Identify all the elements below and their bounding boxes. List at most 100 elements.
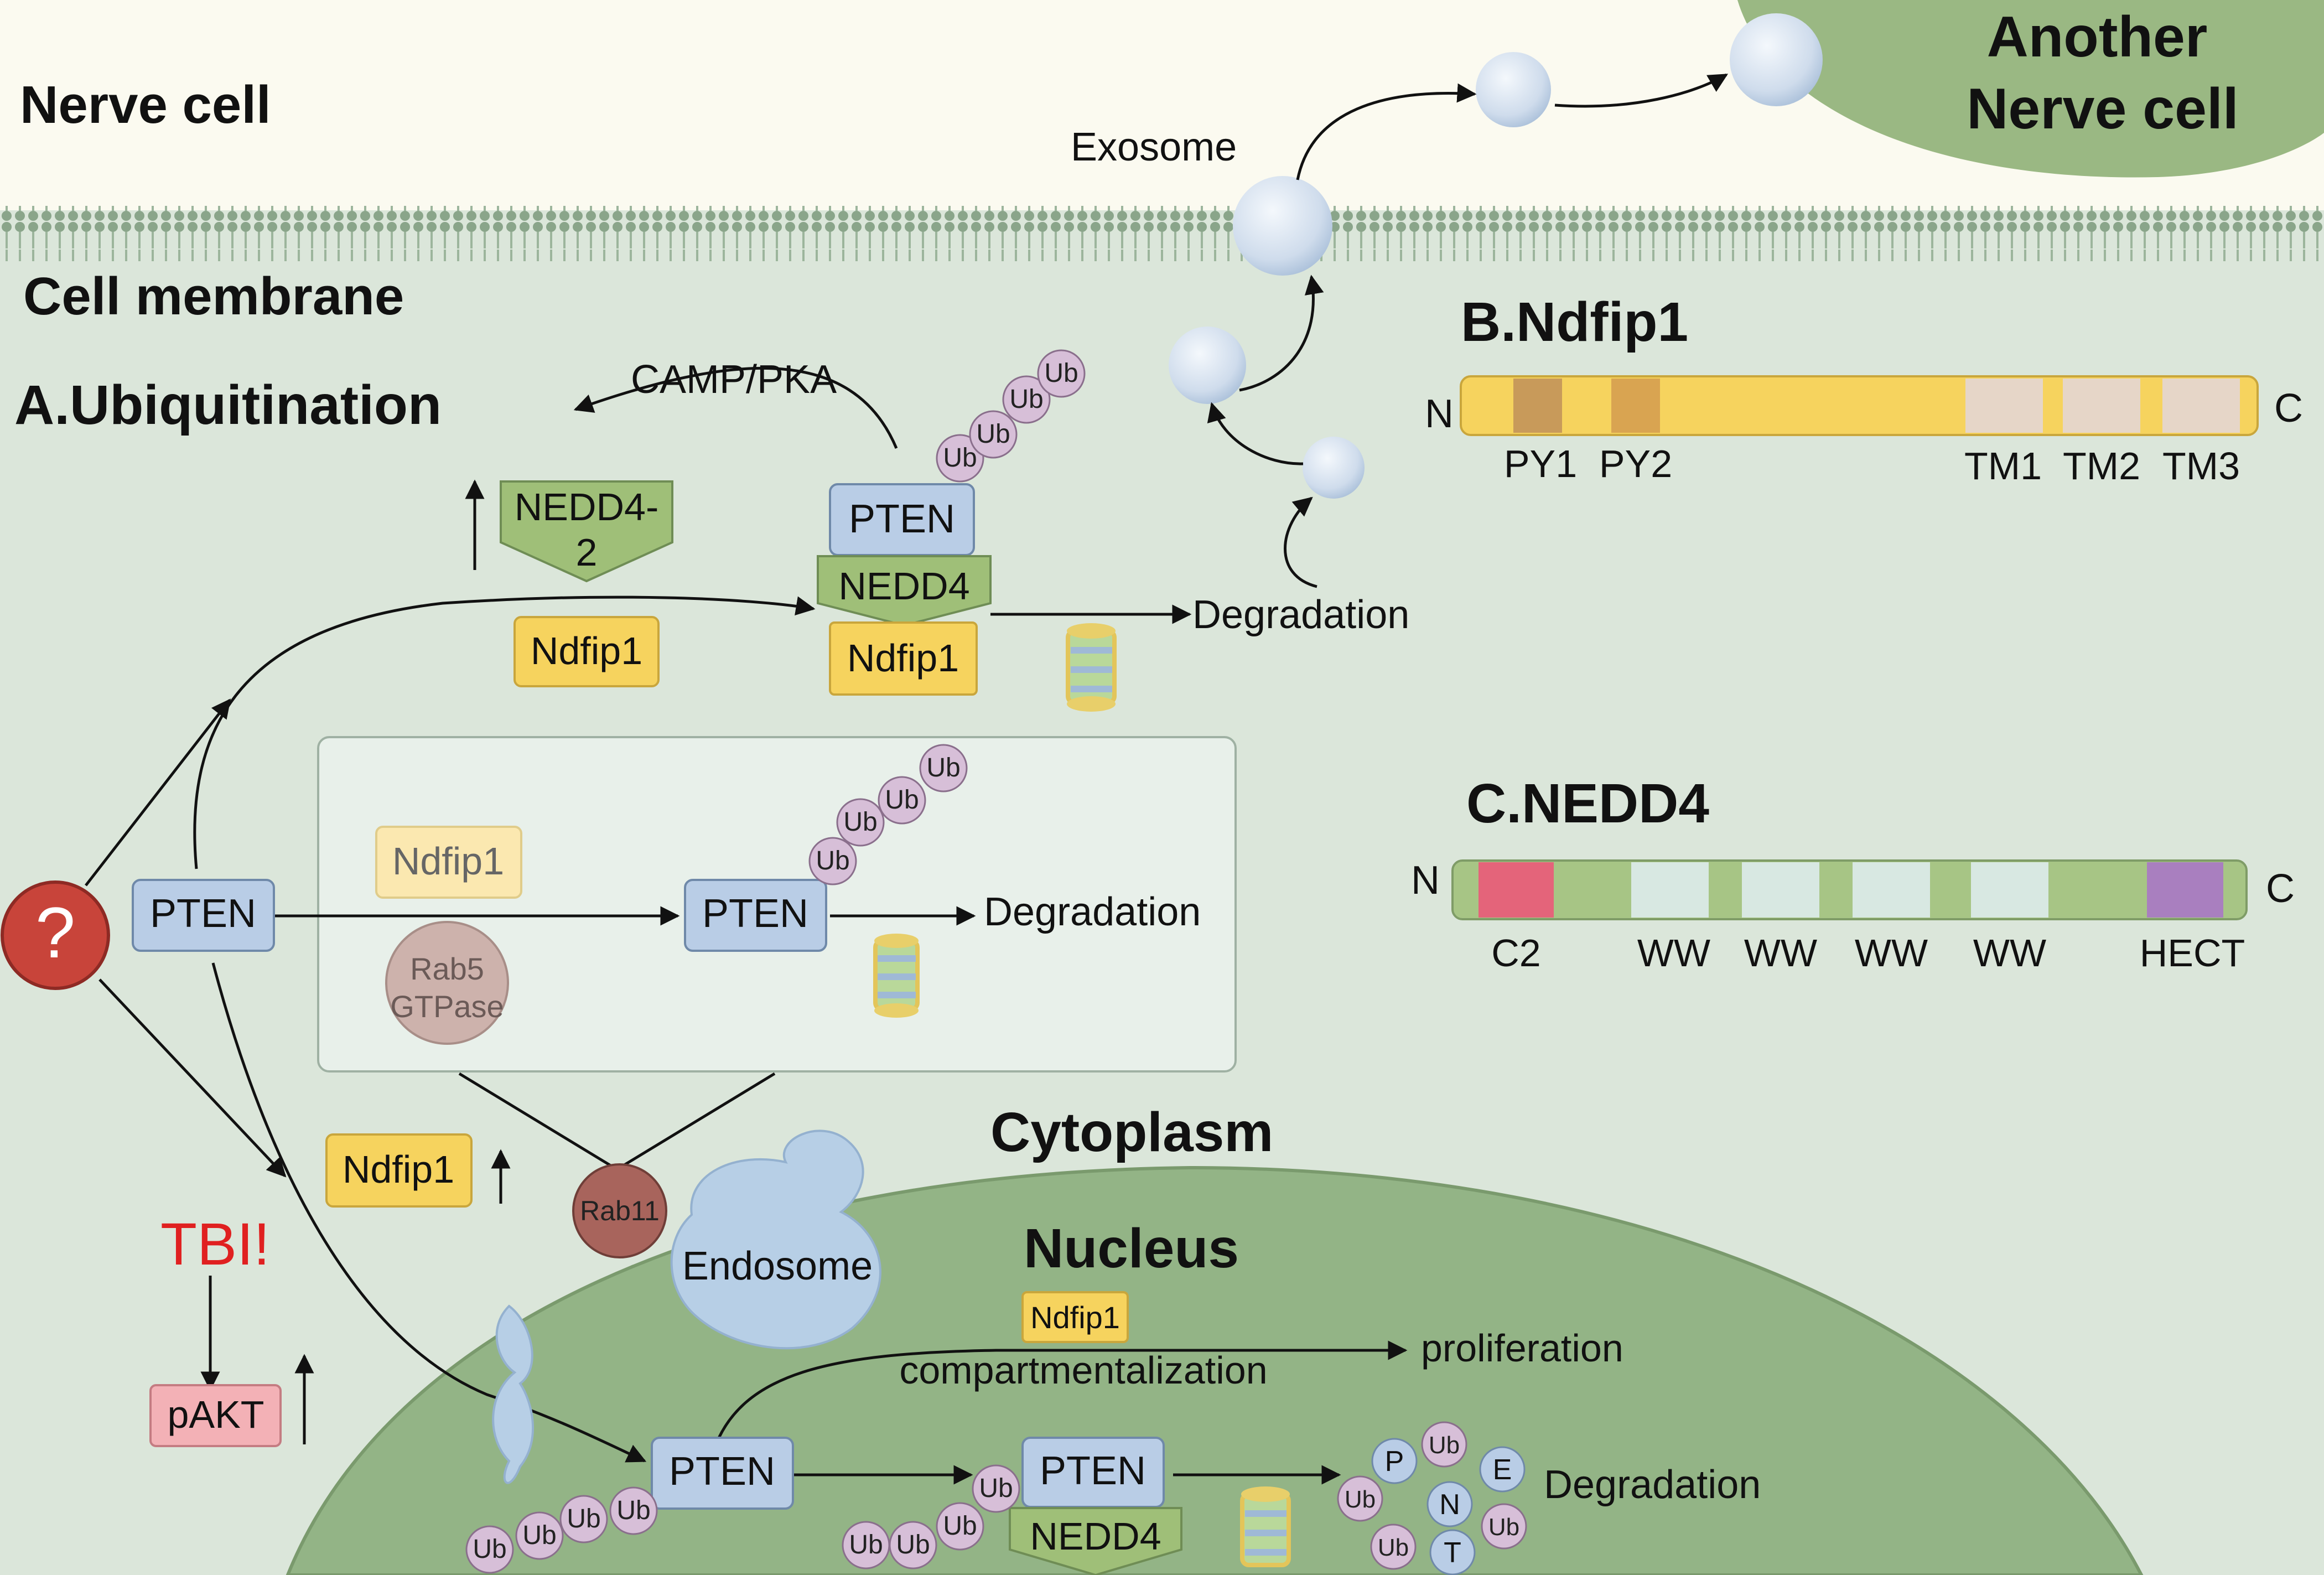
nedd4-domain-ww2: WW	[1744, 931, 1817, 975]
pten-box-left	[132, 879, 275, 952]
ndfip1-domain-py2: PY2	[1599, 442, 1672, 485]
ndfip1-box-top	[513, 616, 660, 687]
ub-chain-panel: Ub Ub Ub Ub	[808, 744, 968, 885]
svg-text:Ub: Ub	[976, 419, 1010, 449]
ndfip1-c-terminus: C	[2274, 386, 2303, 431]
ndfip1-domain-map: N C PY1 PY2 TM1 TM2 TM3	[1425, 375, 2303, 488]
svg-text:Ub: Ub	[522, 1521, 556, 1550]
svg-text:Ub: Ub	[849, 1530, 883, 1560]
ub-chain-nucleus-right: Ub Ub Ub Ub	[842, 1464, 1020, 1569]
pten-label-panel: PTEN	[702, 892, 808, 936]
rab11-label: Rab11	[580, 1195, 660, 1226]
nucleus-label: Nucleus	[1024, 1217, 1239, 1279]
nedd4-2-label-line2: 2	[576, 531, 598, 574]
pten-label-left: PTEN	[150, 892, 256, 936]
pten-label-top: PTEN	[849, 497, 955, 541]
svg-text:Ub: Ub	[979, 1474, 1013, 1503]
ub-chain-nucleus-left: Ub Ub Ub Ub	[465, 1486, 658, 1574]
svg-text:Ub: Ub	[1009, 385, 1043, 414]
svg-text:Ub: Ub	[1378, 1534, 1409, 1561]
proliferation-label: proliferation	[1421, 1327, 1623, 1370]
question-circle	[1, 880, 110, 990]
svg-text:Ub: Ub	[1044, 359, 1078, 388]
ndfip1-box-lower	[325, 1133, 473, 1208]
ndfip1-label-faded: Ndfip1	[392, 840, 504, 883]
cytoplasm-label: Cytoplasm	[990, 1101, 1273, 1163]
section-a-title: A.Ubiquitination	[14, 374, 442, 436]
ndfip1-domain-tm1: TM1	[1964, 444, 2042, 488]
nedd4-box-top	[817, 555, 992, 627]
ndfip1-box-faded	[375, 826, 522, 899]
nedd4-label-nucleus: NEDD4	[1030, 1515, 1161, 1558]
pten-letter-p: P	[1385, 1446, 1404, 1478]
pten-label-nucleus-right: PTEN	[1040, 1449, 1146, 1493]
exosome-vesicles	[1169, 13, 1823, 499]
nedd4-label-top: NEDD4	[838, 564, 969, 608]
nedd4-2-box	[500, 480, 673, 583]
cell-membrane-bilayer	[0, 206, 2324, 261]
svg-text:Ub: Ub	[1345, 1486, 1376, 1513]
pakt-label: pAKT	[167, 1393, 264, 1436]
pten-label-nucleus-left: PTEN	[669, 1449, 775, 1494]
nerve-cell-label: Nerve cell	[20, 75, 271, 134]
rab11-circle	[572, 1163, 667, 1258]
section-b-title: B.Ndfip1	[1461, 291, 1688, 353]
ndfip1-domain-py1: PY1	[1504, 442, 1577, 485]
svg-text:Ub: Ub	[473, 1535, 506, 1564]
ndfip1-label-nucleus: Ndfip1	[1030, 1300, 1120, 1335]
another-nerve-cell-label-line1: Another	[1987, 5, 2208, 69]
proteasome-icon-top	[1066, 623, 1117, 712]
ndfip1-domain-tm3: TM3	[2162, 444, 2240, 488]
another-nerve-cell-shape	[1737, 0, 2324, 178]
pten-letter-t: T	[1444, 1537, 1461, 1569]
svg-text:Ub: Ub	[926, 753, 960, 783]
rab5-gtpase-circle	[385, 921, 509, 1045]
endosome-label: Endosome	[682, 1244, 873, 1288]
tbi-label: TBI!	[160, 1210, 270, 1277]
section-c-title: C.NEDD4	[1466, 773, 1709, 835]
svg-text:Ub: Ub	[816, 846, 849, 875]
degradation-label-top: Degradation	[1192, 593, 1409, 637]
nedd4-domain-ww3: WW	[1855, 931, 1928, 975]
rab5-label-line2: GTPase	[390, 989, 504, 1024]
exosome-arrows	[1207, 73, 1729, 588]
svg-text:Ub: Ub	[616, 1496, 650, 1525]
svg-text:Ub: Ub	[1488, 1514, 1519, 1541]
svg-text:Ub: Ub	[1429, 1432, 1460, 1459]
nuclear-pore-icon	[492, 1304, 535, 1484]
pakt-box	[149, 1384, 282, 1447]
pten-box-nucleus-left	[651, 1437, 794, 1510]
camp-pka-label: CAMP/PKA	[631, 358, 837, 402]
ndfip1-box-complex	[829, 621, 978, 696]
ndfip1-domain-tm2: TM2	[2063, 444, 2140, 488]
cell-membrane-label: Cell membrane	[23, 267, 404, 326]
endosome-shape	[670, 1130, 881, 1350]
degradation-label-panel: Degradation	[984, 890, 1201, 934]
ndfip1-box-nucleus	[1021, 1291, 1129, 1343]
pathway-arrows	[85, 366, 1408, 1485]
ndfip1-label-complex: Ndfip1	[847, 636, 959, 680]
ndfip1-label-top: Ndfip1	[531, 629, 642, 672]
nedd4-c-terminus: C	[2266, 867, 2295, 911]
ub-chain-top: Ub Ub Ub Ub	[936, 349, 1086, 483]
nedd4-n-terminus: N	[1411, 858, 1440, 903]
degraded-fragments: P T E N Ub Ub Ub Ub	[1337, 1421, 1527, 1575]
svg-text:Ub: Ub	[843, 807, 877, 837]
rab5-label-line1: Rab5	[410, 951, 484, 986]
nedd4-domain-map: N C C2 WW WW WW WW HECT	[1411, 858, 2295, 975]
ndfip1-n-terminus: N	[1425, 392, 1454, 436]
nedd4-2-label-line1: NEDD4-	[515, 485, 659, 529]
question-mark: ?	[35, 892, 75, 973]
pten-box-panel	[684, 879, 827, 952]
ndfip1-label-lower: Ndfip1	[343, 1148, 454, 1191]
svg-text:Ub: Ub	[567, 1504, 600, 1533]
svg-text:Ub: Ub	[943, 1511, 977, 1541]
svg-text:Ub: Ub	[943, 443, 977, 473]
exosome-label: Exosome	[1071, 125, 1237, 169]
pten-letter-e: E	[1493, 1454, 1512, 1486]
compartmentalization-label: compartmentalization	[899, 1349, 1267, 1392]
nedd4-box-nucleus	[1009, 1507, 1182, 1575]
nedd4-domain-ww1: WW	[1637, 931, 1710, 975]
nedd4-domain-c2: C2	[1491, 931, 1540, 975]
